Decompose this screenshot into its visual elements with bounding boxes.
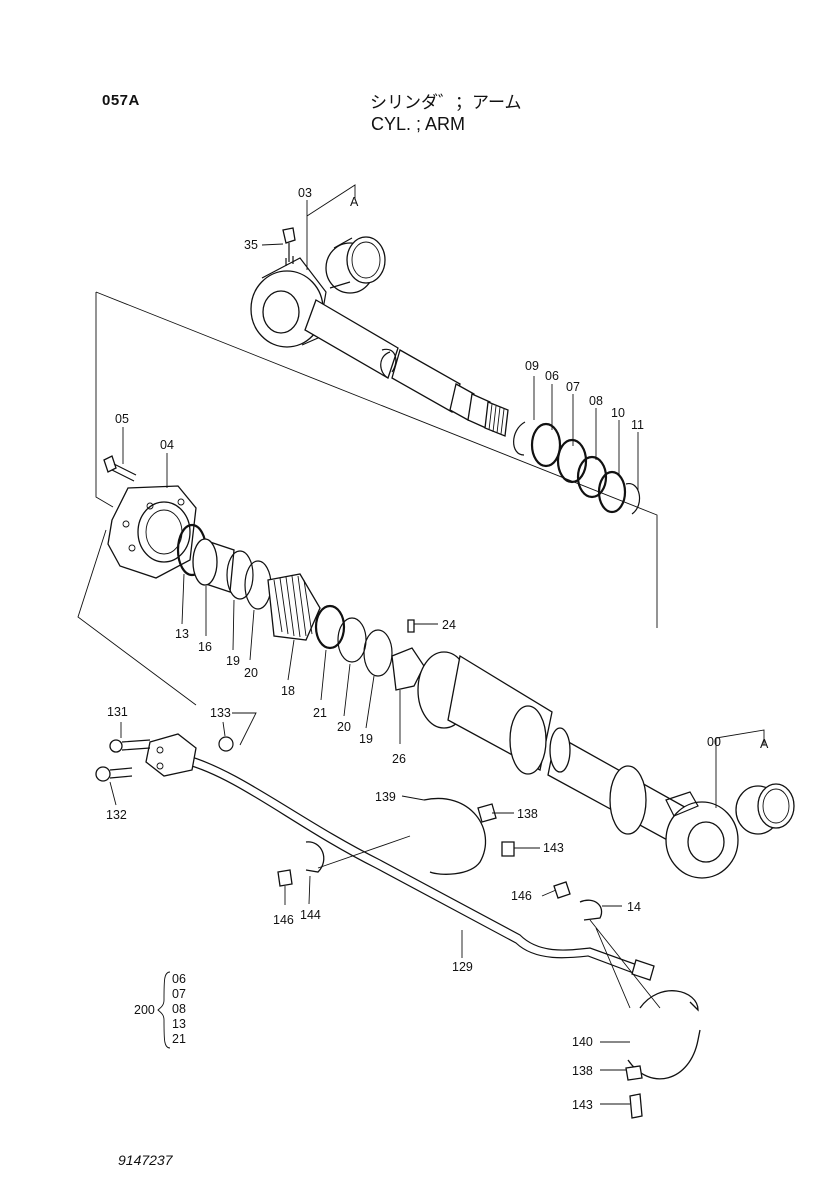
bushing-a-tube [735, 783, 795, 835]
seal-kit-part: 13 [172, 1017, 186, 1031]
callout-18: 18 [281, 684, 295, 698]
callout-16: 16 [198, 640, 212, 654]
callout-24: 24 [442, 618, 456, 632]
seal-kit-part: 21 [172, 1032, 186, 1046]
ring-20-left [244, 560, 272, 610]
callout-131: 131 [107, 705, 128, 719]
bushing-a-rod [325, 236, 386, 294]
seal-kit-part: 06 [172, 972, 186, 986]
callout-14: 14 [627, 900, 641, 914]
o-ring-133 [218, 736, 234, 752]
callout-10: 10 [611, 406, 625, 420]
clamp-14 [579, 899, 603, 921]
pipe-flange [145, 733, 197, 777]
callout-146-left: 146 [273, 913, 294, 927]
callout-143-lower: 143 [572, 1098, 593, 1112]
callout-09: 09 [525, 359, 539, 373]
set-screw-24 [407, 619, 415, 633]
title-english: CYL. ; ARM [371, 114, 466, 134]
callout-11: 11 [631, 418, 644, 432]
callout-labels: 03 A 35 09 06 07 08 10 11 05 04 13 16 19… [106, 186, 769, 1112]
page-code: 057A [102, 92, 140, 109]
seal-kit-part: 08 [172, 1002, 186, 1016]
callout-138-lower: 138 [572, 1064, 593, 1078]
callout-08: 08 [589, 394, 603, 408]
bolt-05 [103, 455, 137, 482]
piston-rod [250, 256, 509, 437]
callout-132: 132 [106, 808, 127, 822]
callout-07: 07 [566, 380, 580, 394]
seal-kit-number: 200 [134, 1003, 155, 1017]
callout-a-bottom: A [760, 737, 769, 751]
ring-19-right [363, 629, 393, 677]
title-japanese: シリンダ゛；アーム [370, 93, 522, 112]
clamp-139 [423, 797, 486, 875]
clamp-144 [305, 841, 325, 873]
callout-a-top: A [350, 195, 359, 209]
bolt-131 [109, 739, 151, 753]
grease-fitting-35 [282, 227, 296, 262]
callout-06: 06 [545, 369, 559, 383]
cylinder-tube-00 [417, 651, 739, 879]
callout-20-right: 20 [337, 720, 351, 734]
callout-13: 13 [175, 627, 189, 641]
bolt-146-left [277, 869, 293, 887]
callout-144: 144 [300, 908, 321, 922]
callout-26: 26 [392, 752, 406, 766]
bushing-16 [192, 538, 235, 593]
seal-kit-200: 200 06 07 08 13 21 [134, 971, 186, 1049]
callout-133: 133 [210, 706, 231, 720]
bolt-132 [95, 766, 133, 782]
callout-04: 04 [160, 438, 174, 452]
callout-19-left: 19 [226, 654, 240, 668]
callout-19-right: 19 [359, 732, 373, 746]
callout-05: 05 [115, 412, 129, 426]
callout-00: 00 [707, 735, 721, 749]
ring-19-left [226, 550, 254, 600]
drawing-number: 9147237 [118, 1152, 173, 1168]
callout-20-left: 20 [244, 666, 258, 680]
callout-21: 21 [313, 706, 327, 720]
callout-138-upper: 138 [517, 807, 538, 821]
plate-138-upper [477, 803, 497, 823]
bolt-146-right [553, 881, 571, 899]
leader-lines [77, 184, 765, 1105]
callout-35: 35 [244, 238, 258, 252]
clamp-140-assembly [625, 990, 701, 1119]
subassembly-bracket [95, 291, 658, 628]
callout-140: 140 [572, 1035, 593, 1049]
ring-21 [314, 604, 346, 650]
nut-26 [391, 647, 425, 691]
seal-kit-part: 07 [172, 987, 186, 1001]
callout-143-upper: 143 [543, 841, 564, 855]
callout-129: 129 [452, 960, 473, 974]
bolt-143-upper [501, 841, 515, 857]
piston-18 [267, 573, 321, 641]
callout-139: 139 [375, 790, 396, 804]
callout-03: 03 [298, 186, 312, 200]
callout-146-right: 146 [511, 889, 532, 903]
